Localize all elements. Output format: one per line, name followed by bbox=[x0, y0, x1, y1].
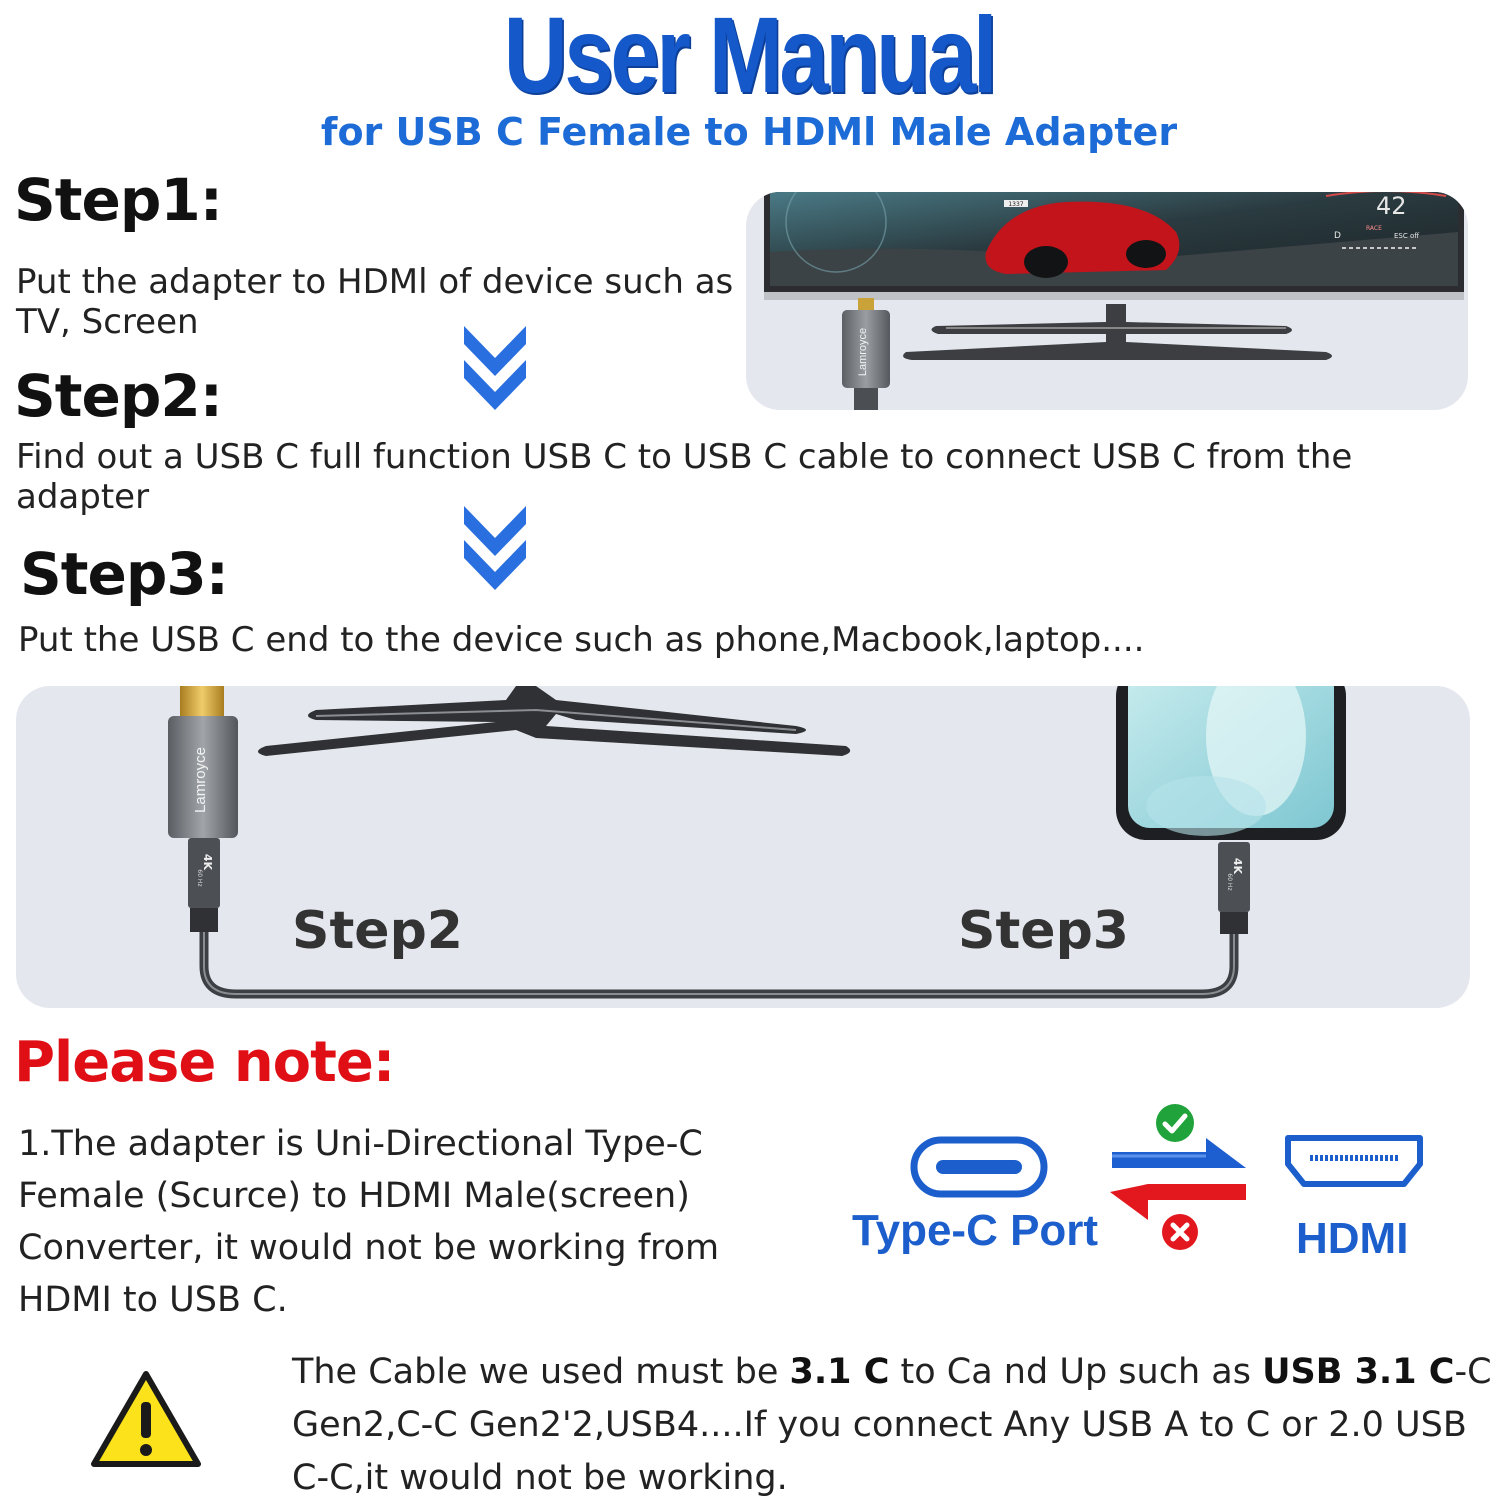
plate-text: 1337 bbox=[1008, 201, 1023, 208]
page-subtitle: for USB C Female to HDMl Male Adapter bbox=[320, 110, 1178, 154]
step3-overlay-label: Step3 bbox=[958, 901, 1129, 961]
page-title: User Manual bbox=[503, 0, 998, 115]
warning-triangle-icon bbox=[91, 1371, 201, 1467]
chip-sub: 60 Hz bbox=[196, 869, 203, 886]
chevron-down-icon bbox=[464, 326, 526, 410]
tv-illustration: 1337 42 D RACE ESC off Lamroyce bbox=[746, 192, 1468, 410]
check-circle-icon bbox=[1156, 1104, 1194, 1142]
brand-text: Lamroyce bbox=[192, 747, 209, 813]
hdmi-label: HDMI bbox=[1296, 1214, 1409, 1263]
hdmi-port-icon bbox=[1285, 1135, 1423, 1187]
chip-sub: 60 Hz bbox=[1226, 873, 1233, 890]
step1-text: Put the adapter to HDMl of device such a… bbox=[16, 262, 734, 342]
dash-mode: RACE bbox=[1366, 225, 1382, 232]
warning-text: The Cable we used must be 3.1 C to Ca nd… bbox=[292, 1352, 1492, 1498]
step2-overlay-label: Step2 bbox=[292, 901, 463, 961]
chip-text: 4K bbox=[201, 854, 214, 871]
brand-text: Lamroyce bbox=[857, 328, 869, 376]
note-item-1: 1.The adapter is Uni-Directional Type-C … bbox=[18, 1124, 720, 1320]
cable-illustration: Lamroyce 4K 60 Hz 4K 60 Hz Step2 Step3 bbox=[16, 686, 1470, 1008]
note-heading: Please note: bbox=[14, 1030, 395, 1095]
chevron-down-icon bbox=[464, 506, 526, 590]
step3-text: Put the USB C end to the device such as … bbox=[18, 620, 1145, 660]
dash-speed: 42 bbox=[1376, 192, 1407, 220]
usb-c-port-icon bbox=[910, 1136, 1048, 1198]
step2-heading: Step2: bbox=[14, 362, 223, 430]
dash-esc: ESC off bbox=[1394, 232, 1419, 240]
step3-heading: Step3: bbox=[20, 540, 229, 608]
step1-heading: Step1: bbox=[14, 166, 223, 234]
direction-diagram: Type-C Port HDMI bbox=[850, 1100, 1450, 1280]
type-c-label: Type-C Port bbox=[852, 1206, 1099, 1255]
dash-gear: D bbox=[1334, 231, 1341, 241]
x-circle-icon bbox=[1162, 1214, 1198, 1250]
direction-arrows-icon bbox=[1110, 1138, 1246, 1220]
chip-text: 4K bbox=[1231, 858, 1244, 875]
step2-text: Find out a USB C full function USB C to … bbox=[16, 437, 1353, 517]
